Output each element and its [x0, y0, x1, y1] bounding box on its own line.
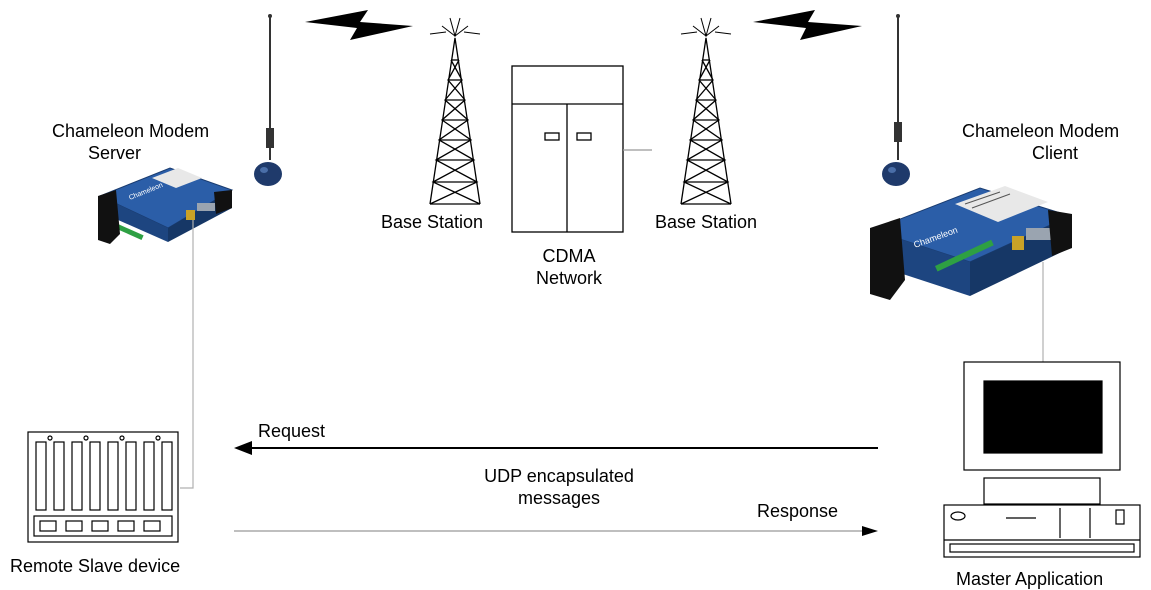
wireless-link-icon-right — [753, 10, 862, 40]
modem-client-device: Chameleon — [870, 186, 1072, 300]
tower-icon-right — [680, 17, 732, 205]
cdma-cabinet-icon — [511, 65, 652, 233]
rack-device-icon — [27, 431, 179, 543]
label-udp-line1: UDP encapsulated — [484, 466, 634, 486]
label-response: Response — [757, 501, 839, 521]
response-arrow — [234, 526, 878, 536]
computer-icon — [943, 361, 1141, 558]
wireless-link-icon-left — [305, 10, 413, 40]
connector-lines — [180, 220, 1044, 489]
label-modem-server: Chameleon Modem Server — [52, 120, 209, 164]
label-cdma-line1: CDMA — [542, 246, 596, 266]
request-arrow — [234, 441, 878, 455]
label-modem-server-line1: Chameleon Modem — [52, 121, 210, 141]
label-modem-client: Chameleon Modem Client — [962, 120, 1119, 164]
antenna-icon-left — [254, 14, 282, 186]
label-remote-slave: Remote Slave device — [10, 556, 181, 576]
label-master-application: Master Application — [956, 569, 1104, 589]
label-modem-client-line1: Chameleon Modem — [962, 121, 1120, 141]
label-modem-server-line2: Server — [88, 143, 142, 163]
antenna-icon-right — [882, 14, 910, 186]
tower-icon-left — [429, 17, 481, 205]
modem-server-device: Chameleon — [98, 167, 234, 244]
label-cdma-line2: Network — [535, 268, 602, 288]
label-cdma-network: CDMA Network — [521, 245, 617, 289]
label-udp-line2: messages — [517, 488, 601, 508]
label-modem-client-line2: Client — [1032, 143, 1079, 163]
label-base-station-right: Base Station — [655, 212, 758, 232]
label-request: Request — [258, 421, 326, 441]
label-udp-messages: UDP encapsulated messages — [461, 465, 657, 509]
label-base-station-left: Base Station — [381, 212, 484, 232]
